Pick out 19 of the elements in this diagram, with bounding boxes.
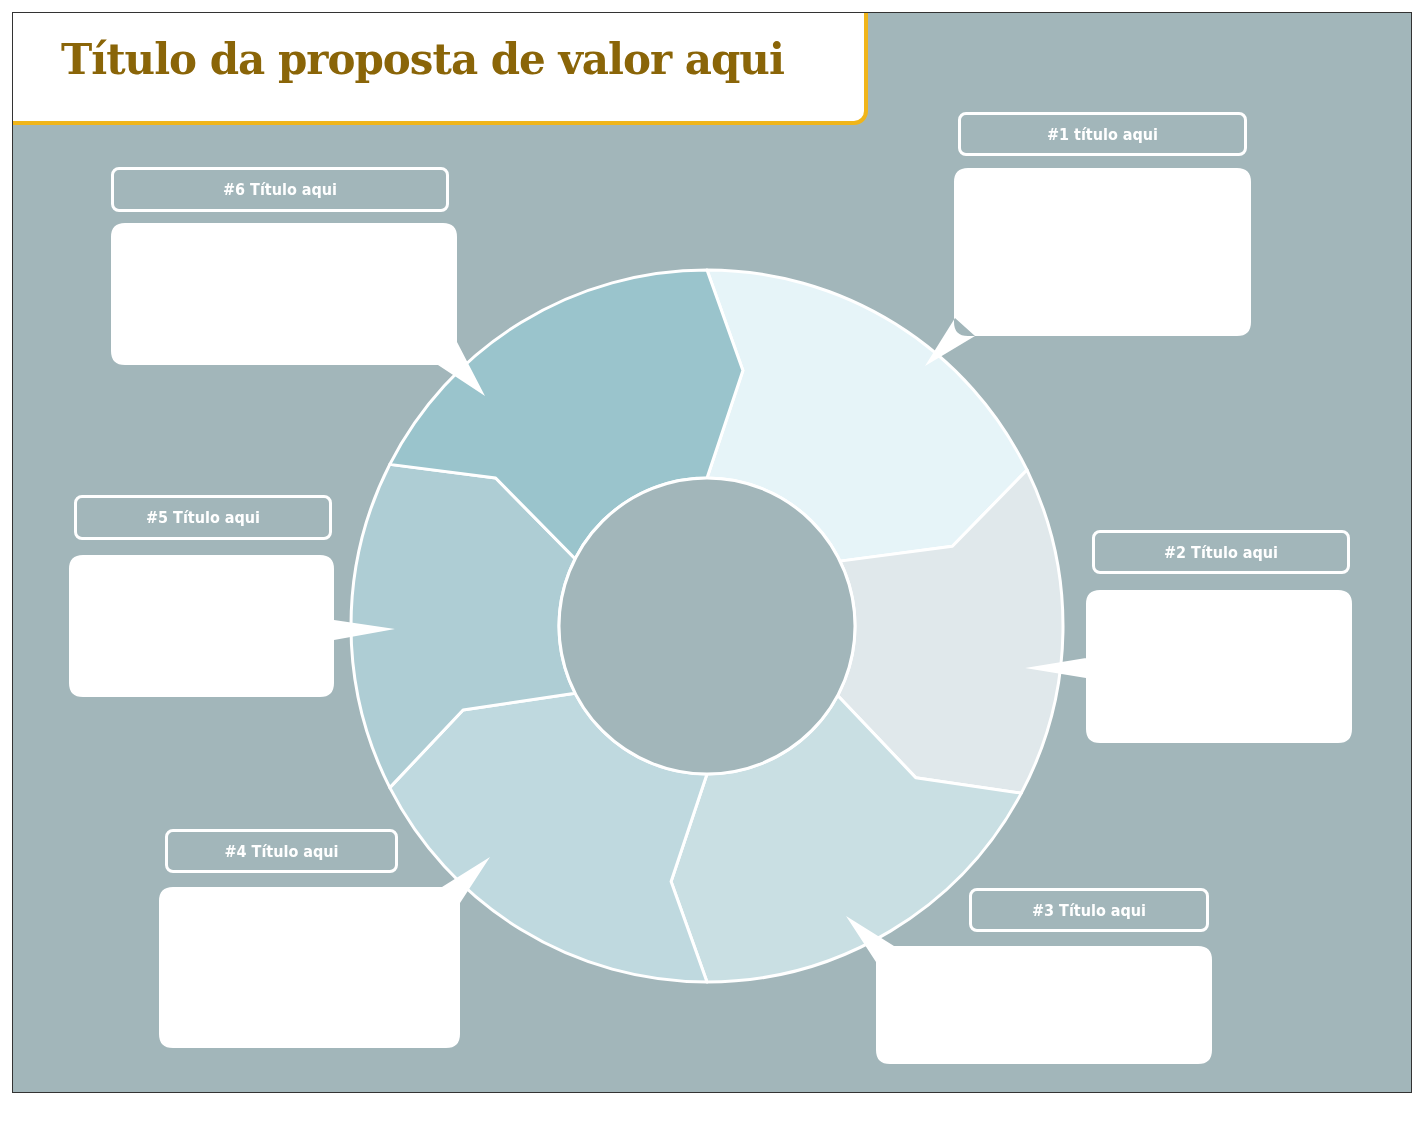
box-heading: #4 Título aqui [224, 841, 339, 861]
speech-bubble [111, 223, 485, 396]
title-bar [1092, 530, 1350, 574]
title-bar [969, 888, 1209, 932]
title-bar [74, 495, 332, 540]
center-circle [557, 476, 857, 776]
title-bar [165, 829, 398, 873]
ring-segment [387, 268, 745, 561]
box-heading: #1 título aqui [1046, 124, 1159, 144]
speech-bubble [925, 168, 1251, 366]
box-heading: #5 Título aqui [146, 508, 260, 527]
box-heading: #3 Título aqui [1032, 900, 1146, 920]
box-heading: #2 Título aqui [1164, 542, 1278, 562]
speech-bubble [1025, 590, 1352, 743]
title: Título da proposta de valor aqui [61, 35, 784, 84]
title-bar [111, 167, 449, 212]
speech-bubble [69, 555, 395, 697]
box-heading: #6 Título aqui [223, 180, 337, 199]
title-bar [958, 112, 1247, 156]
